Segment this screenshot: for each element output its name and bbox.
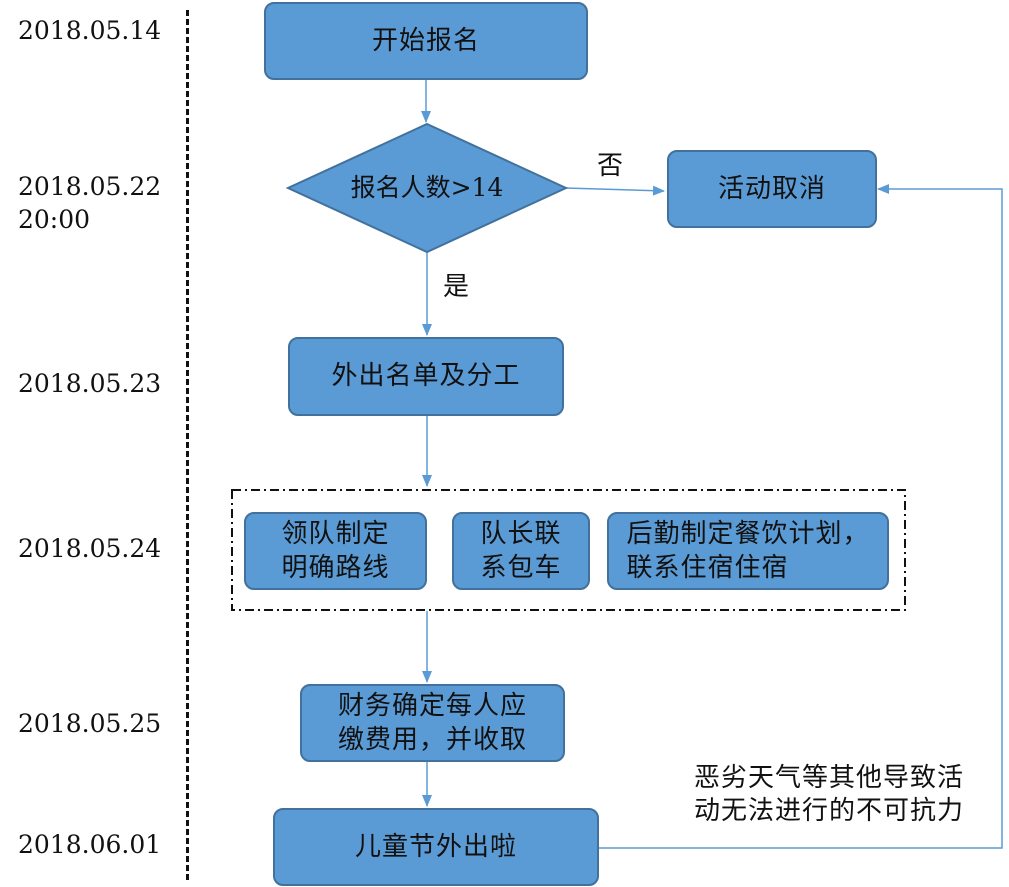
date-finance: 2018.05.25 <box>18 709 162 738</box>
logistics-text: 后勤制定餐饮计划， 联系住宿住宿 <box>626 519 870 583</box>
arrow-decision-cancel <box>564 185 665 196</box>
logistics-box: 后勤制定餐饮计划， 联系住宿住宿 <box>607 512 889 590</box>
timeline-divider <box>186 10 189 880</box>
event-box: 儿童节外出啦 <box>273 808 599 886</box>
leader-route-text: 领队制定 明确路线 <box>281 519 390 583</box>
start-box: 开始报名 <box>264 2 588 80</box>
arrow-event-cancel <box>598 184 1003 849</box>
yes-label: 是 <box>443 272 470 302</box>
date-start: 2018.05.14 <box>18 16 162 45</box>
date-event: 2018.06.01 <box>18 830 162 859</box>
date-tasks: 2018.05.24 <box>18 534 162 563</box>
captain-bus-box: 队长联 系包车 <box>452 512 590 590</box>
cancel-box: 活动取消 <box>667 150 877 228</box>
leader-route-box: 领队制定 明确路线 <box>244 512 427 590</box>
no-label: 否 <box>597 151 624 181</box>
finance-text: 财务确定每人应 缴费用，并收取 <box>337 691 527 755</box>
date-decision: 2018.05.22 20:00 <box>18 172 162 234</box>
parallel-tasks-group <box>231 489 906 611</box>
force-majeure-label: 恶劣天气等其他导致活 动无法进行的不可抗力 <box>694 763 965 826</box>
date-list: 2018.05.23 <box>18 369 162 398</box>
finance-box: 财务确定每人应 缴费用，并收取 <box>300 684 565 762</box>
decision-label: 报名人数>14 <box>350 173 504 202</box>
captain-bus-text: 队长联 系包车 <box>480 519 562 583</box>
decision-diamond <box>285 122 569 254</box>
list-box: 外出名单及分工 <box>288 337 564 416</box>
